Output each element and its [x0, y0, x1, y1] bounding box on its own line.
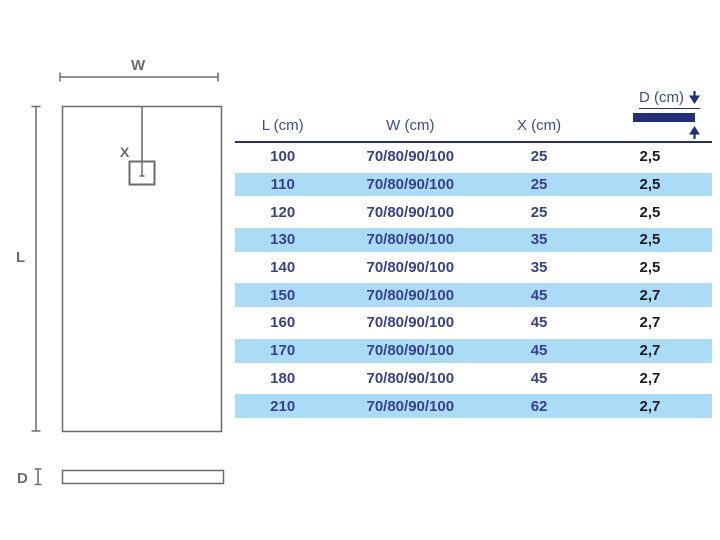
cell-length: 110 — [270, 176, 295, 194]
width-label: W — [131, 57, 146, 74]
cell-depth: 2,5 — [639, 148, 661, 166]
cell-length: 150 — [270, 286, 296, 304]
cell-length: 130 — [270, 231, 296, 249]
drain-label: X — [120, 144, 130, 160]
table-row: 140 70/80/90/100 35 2,5 — [235, 254, 712, 282]
header-depth: D (cm) — [588, 89, 712, 141]
depth-label: D — [17, 470, 28, 487]
cell-width: 70/80/90/100 — [366, 397, 455, 415]
cell-depth: 2,7 — [639, 342, 661, 360]
cell-length: 140 — [270, 259, 296, 277]
tray-dimension-diagram: W X L D — [16, 57, 225, 487]
cell-drain-offset: 62 — [530, 397, 548, 415]
table-row: 210 70/80/90/100 62 2,7 — [235, 392, 712, 420]
cell-drain-offset: 35 — [530, 231, 548, 249]
cell-width: 70/80/90/100 — [366, 259, 455, 277]
cell-drain-offset: 25 — [530, 148, 548, 166]
dimensions-table: L (cm) W (cm) X (cm) D (cm) — [235, 86, 712, 420]
cell-depth: 2,7 — [639, 369, 661, 387]
cell-drain-offset: 45 — [530, 286, 548, 304]
header-drain-offset: X (cm) — [516, 117, 562, 134]
cell-width: 70/80/90/100 — [366, 148, 455, 166]
cell-depth: 2,5 — [639, 259, 661, 277]
cell-drain-offset: 45 — [530, 342, 548, 360]
drain-square — [128, 160, 156, 186]
tray-side-view — [61, 469, 225, 485]
table-body: 100 70/80/90/100 25 2,5 110 70/80/90/100… — [235, 143, 712, 420]
cell-depth: 2,5 — [639, 176, 661, 194]
cell-length: 170 — [270, 342, 296, 360]
table-row: 120 70/80/90/100 25 2,5 — [235, 198, 712, 226]
length-label: L — [16, 249, 25, 266]
cell-width: 70/80/90/100 — [366, 231, 455, 249]
cell-length: 210 — [270, 397, 296, 415]
cell-length: 120 — [270, 203, 296, 221]
table-header-row: L (cm) W (cm) X (cm) D (cm) — [235, 86, 712, 143]
cell-depth: 2,5 — [639, 203, 661, 221]
cell-width: 70/80/90/100 — [366, 314, 455, 332]
cell-drain-offset: 35 — [530, 259, 548, 277]
cell-drain-offset: 45 — [530, 369, 548, 387]
cell-width: 70/80/90/100 — [366, 286, 455, 304]
table-row: 180 70/80/90/100 45 2,7 — [235, 365, 712, 393]
cell-drain-offset: 25 — [530, 203, 548, 221]
cell-length: 180 — [270, 369, 296, 387]
table-row: 100 70/80/90/100 25 2,5 — [235, 143, 712, 171]
table-row: 170 70/80/90/100 45 2,7 — [235, 336, 712, 365]
header-width: W (cm) — [386, 117, 435, 134]
depth-header-label-row: D (cm) — [638, 89, 700, 109]
arrow-down-icon — [688, 91, 700, 104]
cell-width: 70/80/90/100 — [366, 176, 455, 194]
cell-width: 70/80/90/100 — [366, 203, 455, 221]
arrow-up-icon — [688, 126, 700, 139]
cell-width: 70/80/90/100 — [366, 369, 455, 387]
table-row: 150 70/80/90/100 45 2,7 — [235, 281, 712, 310]
depth-header-block: D (cm) — [626, 89, 700, 139]
cell-depth: 2,5 — [639, 231, 661, 249]
depth-bar-icon — [632, 113, 695, 122]
cell-length: 100 — [270, 148, 296, 166]
table-row: 110 70/80/90/100 25 2,5 — [235, 170, 712, 199]
table-row: 130 70/80/90/100 35 2,5 — [235, 226, 712, 254]
header-length: L (cm) — [261, 117, 304, 134]
cell-depth: 2,7 — [639, 286, 661, 304]
depth-header-label: D (cm) — [638, 89, 684, 106]
cell-length: 160 — [270, 314, 296, 332]
cell-depth: 2,7 — [639, 397, 661, 415]
cell-drain-offset: 45 — [530, 314, 548, 332]
cell-depth: 2,7 — [639, 314, 661, 332]
table-row: 160 70/80/90/100 45 2,7 — [235, 309, 712, 337]
cell-width: 70/80/90/100 — [366, 342, 455, 360]
cell-drain-offset: 25 — [530, 176, 548, 194]
